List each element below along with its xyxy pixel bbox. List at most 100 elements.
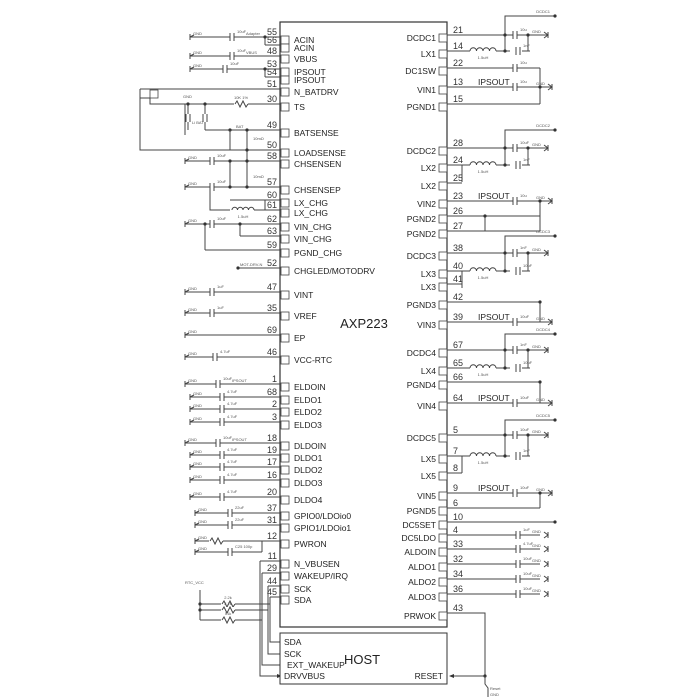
pin-name-wakeup-irq: WAKEUP/IRQ — [294, 571, 348, 581]
cap-gap — [513, 144, 517, 152]
ground-icon — [189, 394, 195, 398]
junction-dot — [245, 185, 249, 189]
pin-pad-50 — [280, 148, 290, 158]
pin-number-44: 44 — [267, 576, 277, 586]
pin-pad-11 — [280, 559, 290, 569]
pin-pad-5 — [438, 433, 448, 443]
resistor-icon — [234, 99, 249, 109]
pin-number-32: 32 — [453, 554, 463, 564]
rail-label-dcdc4: DCDC4 — [536, 327, 551, 332]
ground-icon — [184, 354, 190, 358]
ground-icon — [184, 221, 190, 225]
pin-pad-54 — [280, 75, 290, 85]
pin-name-lx1: LX1 — [421, 49, 436, 59]
ground-icon — [194, 538, 200, 542]
ground-label: GND — [532, 344, 541, 349]
pin-name-ipsout: IPSOUT — [294, 67, 326, 77]
ground-icon — [184, 381, 190, 385]
pin-number-41: 41 — [453, 274, 463, 284]
ground-icon — [543, 560, 549, 568]
inductor-icon — [469, 452, 497, 457]
pin-pad-16 — [280, 478, 290, 488]
capacitor-value: 22uF — [235, 505, 245, 510]
cap-gap — [203, 114, 207, 122]
junction-dot — [245, 148, 249, 152]
pin-number-51: 51 — [267, 79, 277, 89]
pin-number-36: 36 — [453, 584, 463, 594]
ground-label: GND — [193, 31, 202, 36]
sense-resistor-label: 10mΩ — [253, 174, 264, 179]
cap-gap — [210, 288, 214, 296]
ground-label: GND — [188, 437, 197, 442]
ground-label: GND — [193, 474, 202, 479]
pin-pad-6 — [438, 506, 448, 516]
capacitor-value: 10uF — [523, 571, 533, 576]
ground-icon — [189, 452, 195, 456]
pin-number-58: 58 — [267, 151, 277, 161]
junction-dot — [503, 269, 507, 273]
capacitor-value: 10uF — [520, 427, 530, 432]
pin-pad-33 — [438, 547, 448, 557]
ground-label: GND — [536, 195, 545, 200]
junction-dot — [503, 366, 507, 370]
pin-name-pgnd2: PGND2 — [407, 229, 437, 239]
pin-pad-42 — [438, 300, 448, 310]
battery-label: Li BAT — [192, 120, 204, 125]
pin-name-vin1: VIN1 — [417, 85, 436, 95]
net-label: VBUS — [246, 50, 257, 55]
pin-number-37: 37 — [267, 503, 277, 513]
arrow-icon — [449, 674, 454, 678]
pin-name-dcdc4: DCDC4 — [407, 348, 437, 358]
pin-number-66: 66 — [453, 372, 463, 382]
ground-icon — [194, 549, 200, 553]
pin-number-62: 62 — [267, 214, 277, 224]
junction-dot — [503, 33, 507, 37]
capacitor-value: 4.7uF — [227, 447, 238, 452]
inductor-value: 1.5uH — [238, 214, 249, 219]
pin-number-23: 23 — [453, 191, 463, 201]
pin-pad-39 — [438, 320, 448, 330]
ground-label: GND — [490, 692, 499, 697]
pin-number-48: 48 — [267, 46, 277, 56]
pin-pad-31 — [280, 523, 290, 533]
ground-label: GND — [188, 378, 197, 383]
pin-pad-27 — [438, 229, 448, 239]
resistor-icon — [221, 599, 236, 609]
capacitor-value: 1nF — [523, 448, 530, 453]
pin-name-dldo1: DLDO1 — [294, 453, 323, 463]
rail-label-dcdc2: DCDC2 — [536, 123, 551, 128]
ground-icon — [189, 419, 195, 423]
junction-dot — [538, 199, 542, 203]
ground-label: GND — [198, 546, 207, 551]
junction-dot — [483, 214, 487, 218]
rail-label-dcdc3: DCDC3 — [536, 229, 551, 234]
pin-number-33: 33 — [453, 539, 463, 549]
pin-number-45: 45 — [267, 587, 277, 597]
wire — [139, 89, 270, 151]
pin-number-29: 29 — [267, 563, 277, 573]
pin-name-pgnd2: PGND2 — [407, 214, 437, 224]
cap-gap — [513, 197, 517, 205]
pin-name-vin5: VIN5 — [417, 491, 436, 501]
ground-icon — [543, 545, 549, 553]
capacitor-value: 10uF — [223, 376, 233, 381]
cap-gap — [220, 463, 224, 471]
pin-pad-23 — [438, 199, 448, 209]
pin-pad-21 — [438, 33, 448, 43]
pin-name-gpio1-ldoio1: GPIO1/LDOio1 — [294, 523, 351, 533]
cap-gap — [513, 83, 517, 91]
pin-number-20: 20 — [267, 487, 277, 497]
pin-pad-43 — [438, 611, 448, 621]
chip-name: AXP223 — [340, 316, 388, 331]
pin-pad-63 — [280, 234, 290, 244]
pin-pad-10 — [438, 520, 448, 530]
sda-wire — [269, 597, 282, 643]
inductor-value: 1.5uH — [478, 55, 489, 60]
ground-icon — [184, 289, 190, 293]
pin-name-pgnd3: PGND3 — [407, 300, 437, 310]
capacitor-value: 10uF — [230, 61, 240, 66]
cap-gap — [513, 64, 517, 72]
cap-gap — [186, 114, 190, 122]
pin-pad-1 — [280, 382, 290, 392]
resistor-icon — [209, 536, 224, 546]
